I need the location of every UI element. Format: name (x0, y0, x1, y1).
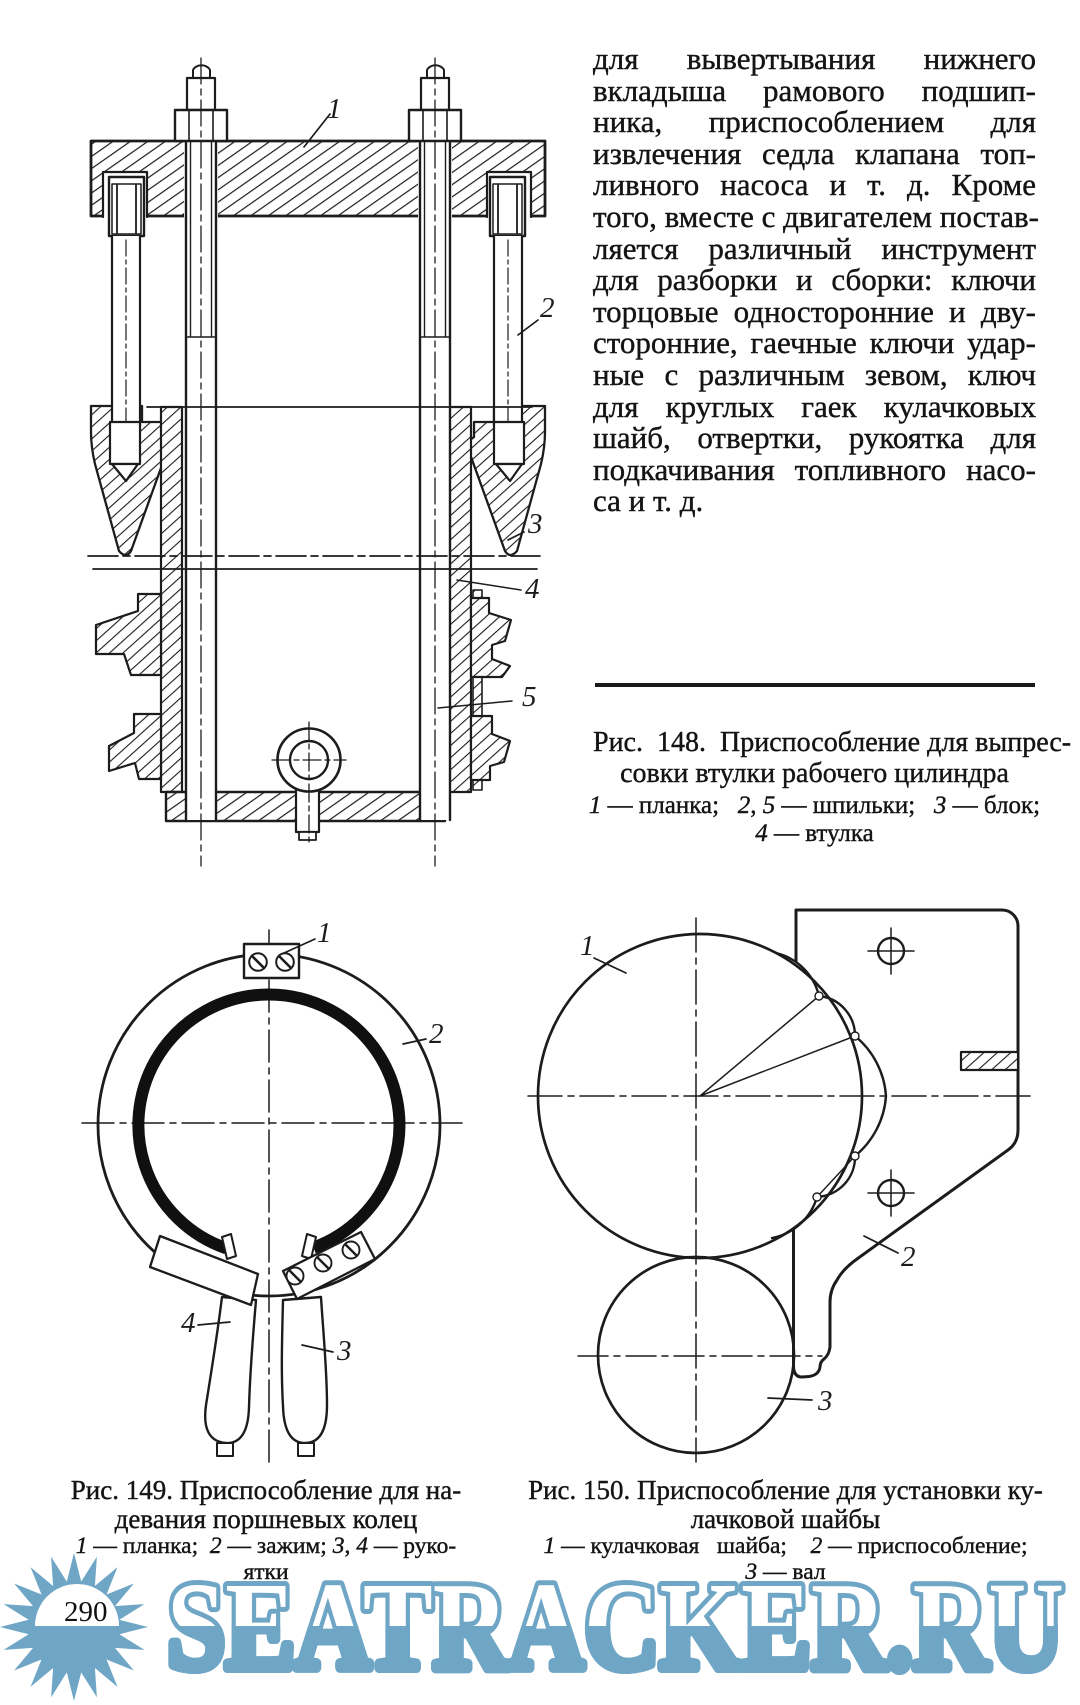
svg-text:290: 290 (64, 1596, 108, 1628)
svg-text:1: 1 (580, 930, 595, 962)
svg-text:4: 4 (525, 573, 540, 605)
svg-text:2: 2 (429, 1018, 444, 1050)
svg-text:1: 1 (317, 917, 332, 949)
svg-text:SEATRACKER.RU: SEATRACKER.RU (167, 1558, 1064, 1696)
svg-text:2: 2 (540, 292, 555, 324)
svg-text:2: 2 (901, 1241, 916, 1273)
svg-text:3: 3 (527, 508, 543, 540)
svg-text:3: 3 (336, 1335, 352, 1367)
svg-text:4: 4 (181, 1307, 196, 1339)
svg-text:1: 1 (327, 93, 342, 125)
svg-text:SEATRACKER.RU: SEATRACKER.RU (167, 1558, 1064, 1696)
svg-text:5: 5 (522, 681, 537, 713)
svg-text:3: 3 (817, 1385, 833, 1417)
